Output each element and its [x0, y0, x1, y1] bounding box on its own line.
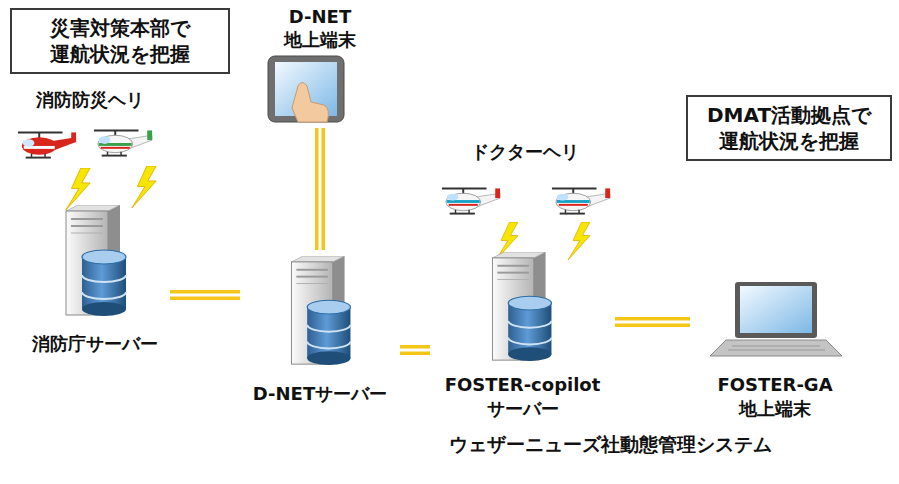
link-gap: [319, 128, 322, 250]
node-text: 消防庁サーバー: [32, 332, 158, 355]
link-gap: [400, 349, 430, 352]
fire-helicopter: [18, 132, 76, 157]
system-node: FOSTER-GA 地上端末: [690, 275, 860, 420]
info-box: 災害対策本部で 運航状況を把握: [10, 8, 230, 74]
laptop-icon: [710, 282, 842, 356]
system-node: 消防防災ヘリ: [10, 88, 170, 170]
tablet-icon: [268, 56, 344, 122]
system-node: FOSTER-copilot サーバー: [430, 248, 615, 420]
radio-bolt: [568, 222, 590, 260]
link-outer: [400, 345, 430, 355]
system-node: D-NET 地上端末: [262, 5, 378, 128]
system-node: D-NETサーバー: [240, 250, 400, 405]
link-gap: [170, 294, 240, 297]
caption-label: ウェザーニューズ社動態管理システム: [425, 432, 795, 458]
link-outer: [170, 290, 240, 300]
link-gap: [615, 321, 690, 324]
double-link: [170, 295, 240, 296]
doctor-helicopter: [552, 188, 610, 213]
double-link: [615, 322, 690, 323]
server-icon: [66, 205, 126, 316]
doctor-helicopter: [442, 188, 500, 213]
node-text: FOSTER-GA 地上端末: [710, 373, 840, 420]
radio-bolt: [66, 168, 90, 210]
server-icon: [492, 252, 551, 361]
link-outer: [615, 317, 690, 327]
node-text: FOSTER-copilot サーバー: [438, 373, 608, 420]
node-text: D-NETサーバー: [253, 382, 387, 405]
system-node: 消防庁サーバー: [20, 200, 170, 355]
server-icon: [291, 256, 350, 365]
node-text: 消防防災ヘリ: [36, 88, 144, 111]
info-box: DMAT活動拠点で 運航状況を把握: [686, 95, 892, 161]
radio-bolt: [132, 166, 156, 208]
fire-helicopter: [94, 130, 152, 155]
node-text: ドクターヘリ: [471, 140, 579, 163]
node-text: D-NET 地上端末: [280, 5, 360, 52]
link-outer: [315, 128, 325, 250]
double-link: [320, 128, 321, 250]
node-text: 災害対策本部で 運航状況を把握: [24, 15, 216, 67]
double-link: [400, 350, 430, 351]
system-node: ドクターヘリ: [435, 140, 615, 225]
node-text: DMAT活動拠点で 運航状況を把握: [700, 102, 878, 154]
